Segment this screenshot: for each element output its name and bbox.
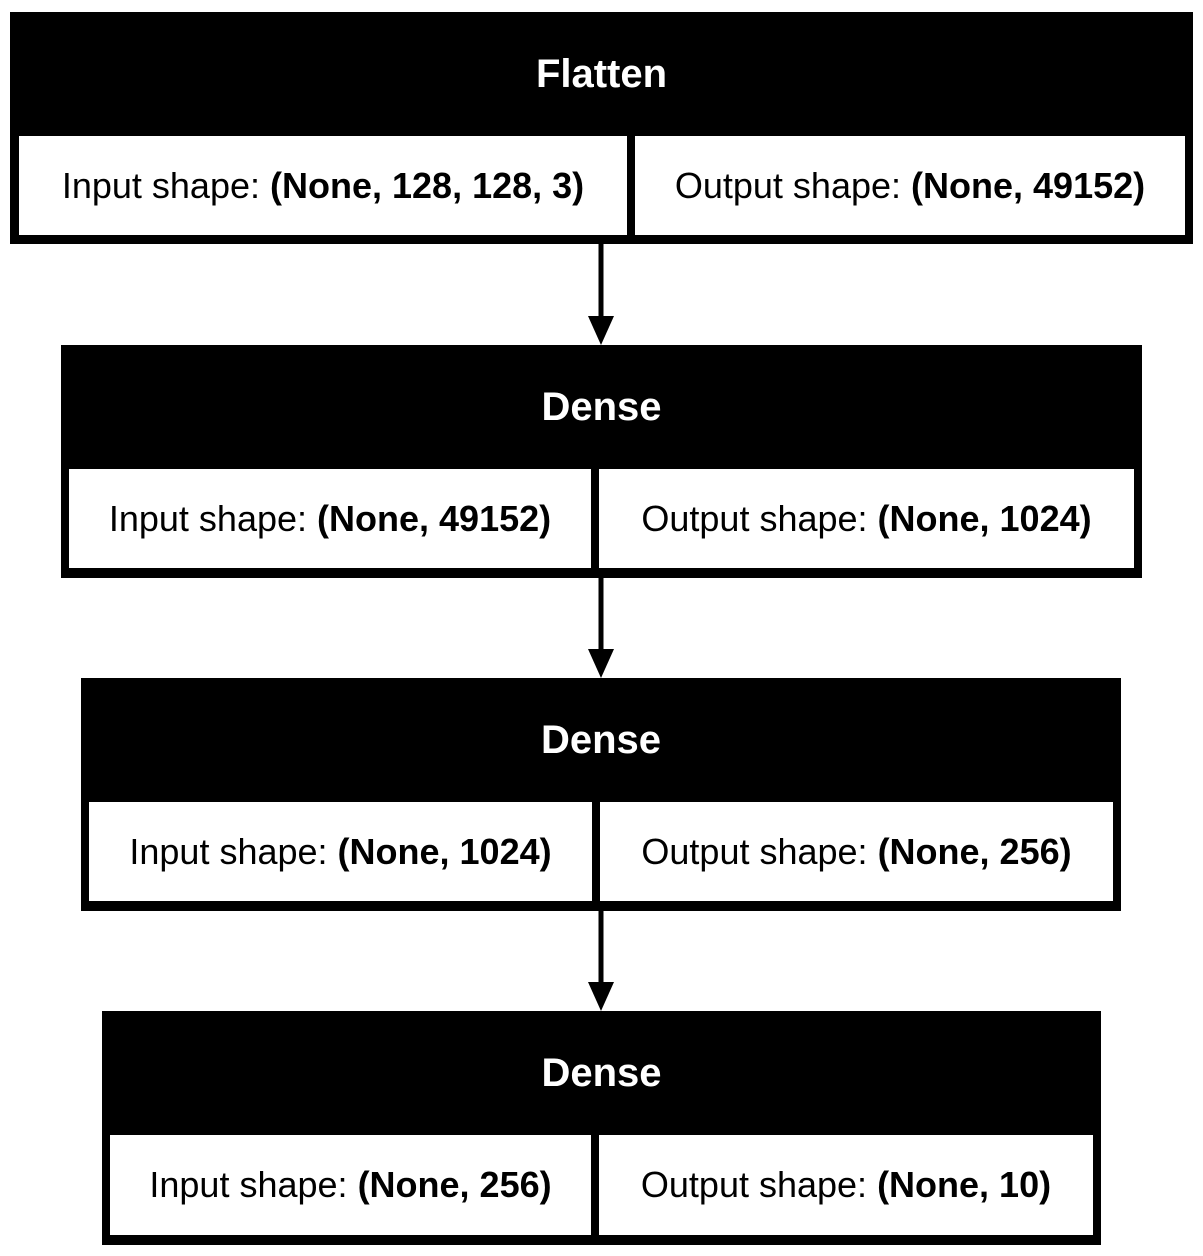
layer-node-dense-1: Dense Input shape: (None, 49152) Output … (61, 345, 1142, 578)
input-shape-value: (None, 256) (357, 1164, 552, 1205)
output-shape-label: Output shape: (640, 1164, 878, 1205)
input-shape-value: (None, 1024) (337, 830, 552, 872)
input-shape-cell: Input shape: (None, 1024) (89, 802, 592, 901)
layer-node-dense-3: Dense Input shape: (None, 256) Output sh… (102, 1011, 1101, 1245)
output-shape-cell: Output shape: (None, 1024) (599, 469, 1134, 568)
input-shape-label: Input shape: (149, 1164, 358, 1205)
input-shape-cell: Input shape: (None, 128, 128, 3) (19, 136, 627, 235)
output-shape-label: Output shape: (641, 497, 878, 539)
output-shape-value: (None, 1024) (877, 497, 1092, 539)
input-shape-cell: Input shape: (None, 49152) (69, 469, 591, 568)
layer-node-flatten: Flatten Input shape: (None, 128, 128, 3)… (10, 12, 1193, 244)
output-shape-value: (None, 49152) (911, 164, 1146, 206)
output-shape-cell: Output shape: (None, 49152) (635, 136, 1185, 235)
layer-title: Flatten (535, 51, 668, 96)
input-shape-value: (None, 128, 128, 3) (270, 164, 585, 206)
output-shape-value: (None, 10) (877, 1164, 1052, 1205)
layer-node-dense-2: Dense Input shape: (None, 1024) Output s… (81, 678, 1121, 911)
layer-title: Dense (540, 717, 662, 762)
input-shape-value: (None, 49152) (317, 497, 552, 539)
arrow-dense-1-to-dense-2 (588, 576, 614, 678)
input-shape-label: Input shape: (129, 830, 338, 872)
input-shape-label: Input shape: (61, 164, 271, 206)
input-shape-label: Input shape: (108, 497, 318, 539)
output-shape-cell: Output shape: (None, 10) (599, 1135, 1093, 1235)
output-shape-label: Output shape: (641, 830, 878, 872)
arrow-flatten-to-dense-1 (588, 242, 614, 345)
output-shape-value: (None, 256) (877, 830, 1072, 872)
layer-title: Dense (541, 384, 662, 429)
output-shape-cell: Output shape: (None, 256) (600, 802, 1113, 901)
output-shape-label: Output shape: (674, 164, 912, 206)
layer-title: Dense (541, 1050, 662, 1095)
input-shape-cell: Input shape: (None, 256) (110, 1135, 591, 1235)
arrow-dense-2-to-dense-3 (588, 910, 614, 1011)
